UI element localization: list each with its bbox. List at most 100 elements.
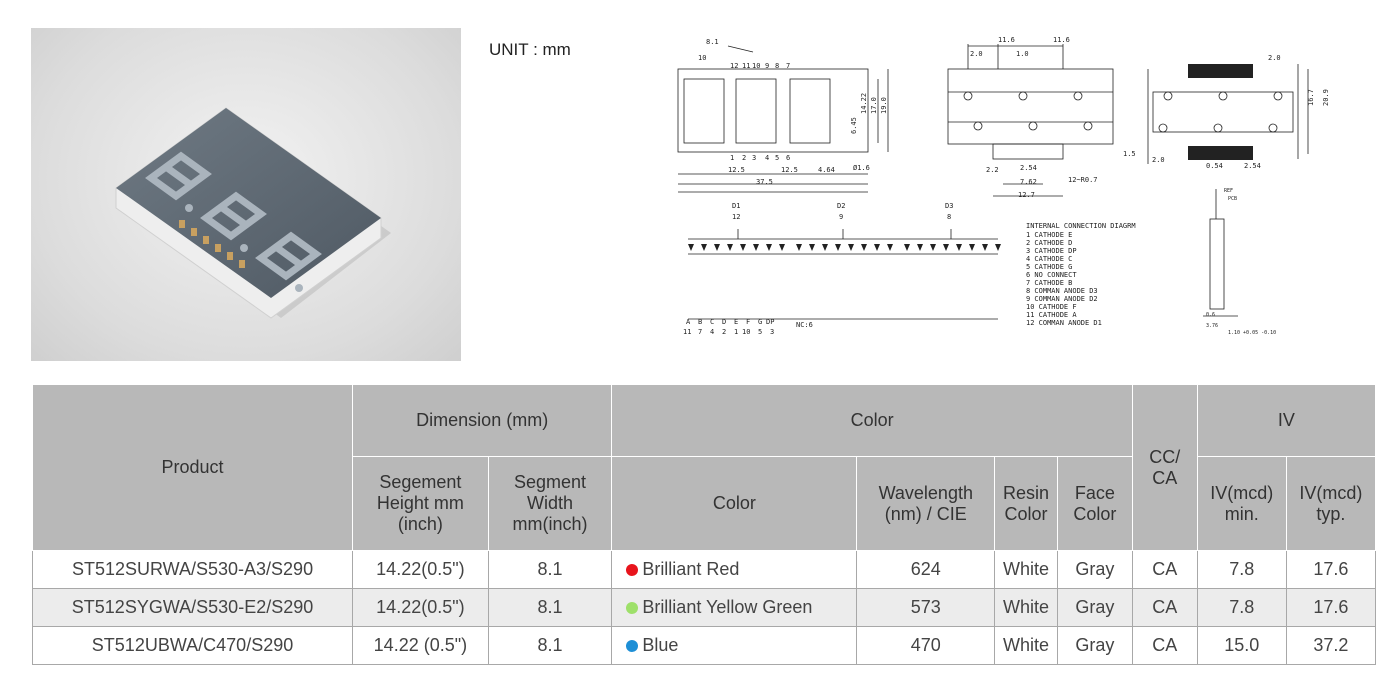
pin-label: 10	[752, 62, 760, 70]
header-color: Color	[611, 456, 858, 551]
cell-resin: White	[994, 588, 1058, 627]
internal-line: 10 CATHODE F	[1026, 303, 1077, 311]
dim-label: 1.5	[1123, 150, 1136, 158]
dim-label: 7.62	[1020, 178, 1037, 186]
cell-cc: CA	[1131, 588, 1198, 627]
internal-line: 4 CATHODE C	[1026, 255, 1072, 263]
cell-color: Brilliant Red	[611, 550, 858, 589]
bus-pin: 7	[698, 328, 702, 336]
header-color-group: Color	[611, 384, 1133, 457]
dim-label: 11.6	[998, 36, 1015, 44]
front-view-outline	[677, 68, 869, 153]
internal-line: 8 COMMAN ANODE D3	[1026, 287, 1098, 295]
color-dot-icon	[626, 640, 639, 652]
digit-label: D3	[945, 202, 953, 210]
internal-title: INTERNAL CONNECTION DIAGRM	[1026, 222, 1136, 230]
technical-drawing: 8.1 10 11.6 1.0 11.6 2.0 2.0 12 11 10 9 …	[677, 36, 1330, 336]
cell-wavelength: 470	[856, 626, 996, 665]
dim-label: 16.7	[1307, 89, 1315, 106]
nc-label: NC:6	[796, 321, 813, 329]
dim-label: 12.5	[781, 166, 798, 174]
color-name: Brilliant Yellow Green	[642, 597, 813, 617]
internal-line: 3 CATHODE DP	[1026, 247, 1077, 255]
pin-label: 5	[775, 154, 779, 162]
header-wavelength: Wavelength (nm) / CIE	[856, 456, 996, 551]
dim-label: 12.7	[1018, 191, 1035, 199]
bus-pin: 1	[734, 328, 738, 336]
bus-letter: F	[746, 318, 750, 326]
pin-label: 4	[765, 154, 769, 162]
digit-pin: 12	[732, 213, 740, 221]
digit-label: D1	[732, 202, 740, 210]
internal-line: 11 CATHODE A	[1026, 311, 1077, 319]
bus-letter: A	[686, 318, 691, 326]
cell-resin: White	[994, 550, 1058, 589]
bus-letter: E	[734, 318, 738, 326]
cell-iv-typ: 17.6	[1285, 550, 1377, 589]
side-label: 0.6	[1206, 312, 1215, 318]
bus-pin: 2	[722, 328, 726, 336]
table-row: ST512SURWA/S530-A3/S290 14.22(0.5") 8.1 …	[31, 550, 1377, 589]
pin-label: 9	[765, 62, 769, 70]
dim-label: 0.54	[1206, 162, 1223, 170]
pin-label: 1	[730, 154, 734, 162]
color-dot-icon	[626, 602, 639, 614]
table-row: ST512SYGWA/S530-E2/S290 14.22(0.5") 8.1 …	[31, 588, 1377, 627]
table-row: ST512UBWA/C470/S290 14.22 (0.5") 8.1 Blu…	[31, 626, 1377, 665]
header-product: Product	[31, 384, 354, 551]
cell-product: ST512UBWA/C470/S290	[31, 626, 354, 665]
pin-label: 6	[786, 154, 790, 162]
cell-resin: White	[994, 626, 1058, 665]
pin-label: 12	[730, 62, 738, 70]
header-cc-ca: CC/ CA	[1131, 384, 1198, 551]
internal-line: 6 NO CONNECT	[1026, 271, 1077, 279]
header-iv-min: IV(mcd) min.	[1196, 456, 1287, 551]
cell-product: ST512SURWA/S530-A3/S290	[31, 550, 354, 589]
pin-label: 3	[752, 154, 756, 162]
unit-label: UNIT : mm	[489, 40, 571, 59]
digit-pin: 9	[839, 213, 843, 221]
cell-color: Brilliant Yellow Green	[611, 588, 858, 627]
cell-wavelength: 573	[856, 588, 996, 627]
bus-letter: D	[722, 318, 726, 326]
cell-iv-min: 7.8	[1196, 588, 1287, 627]
bus-letter: B	[698, 318, 702, 326]
internal-line: 2 CATHODE D	[1026, 239, 1072, 247]
header-resin: Resin Color	[994, 456, 1058, 551]
dim-label: 14.22	[860, 93, 868, 114]
dim-label: 19.0	[880, 97, 888, 114]
cell-width: 8.1	[487, 550, 613, 589]
cell-face: Gray	[1056, 550, 1133, 589]
bus-pin: 11	[683, 328, 691, 336]
dim-label: 2.0	[970, 50, 983, 58]
header-dimension: Dimension (mm)	[352, 384, 613, 457]
cell-face: Gray	[1056, 588, 1133, 627]
cell-width: 8.1	[487, 588, 613, 627]
pin-label: 11	[742, 62, 750, 70]
header-iv-typ: IV(mcd) typ.	[1285, 456, 1377, 551]
dim-label: 2.54	[1244, 162, 1261, 170]
cell-color: Blue	[611, 626, 858, 665]
dim-label: 17.0	[870, 97, 878, 114]
bus-pin: 10	[742, 328, 750, 336]
dim-label: 8.1	[706, 38, 719, 46]
spec-table: Product Dimension (mm) Color CC/ CA IV S…	[31, 384, 1377, 665]
bus-pin: 4	[710, 328, 714, 336]
bus-letter: DP	[766, 318, 774, 326]
internal-line: 5 CATHODE G	[1026, 263, 1072, 271]
dim-label: Ø1.6	[853, 164, 870, 172]
internal-line: 7 CATHODE B	[1026, 279, 1072, 287]
dim-label: 12.5	[728, 166, 745, 174]
internal-line: 9 COMMAN ANODE D2	[1026, 295, 1098, 303]
top-view-outline	[947, 68, 1114, 145]
header-seg-width: Segment Width mm(inch)	[487, 456, 613, 551]
header-iv: IV	[1196, 384, 1377, 457]
cell-cc: CA	[1131, 626, 1198, 665]
diode-row	[688, 244, 1001, 251]
pin-label: 2	[742, 154, 746, 162]
cell-wavelength: 624	[856, 550, 996, 589]
dim-label: 1.0	[1016, 50, 1029, 58]
cell-height: 14.22 (0.5")	[352, 626, 489, 665]
dim-label: 2.0	[1152, 156, 1165, 164]
cell-width: 8.1	[487, 626, 613, 665]
